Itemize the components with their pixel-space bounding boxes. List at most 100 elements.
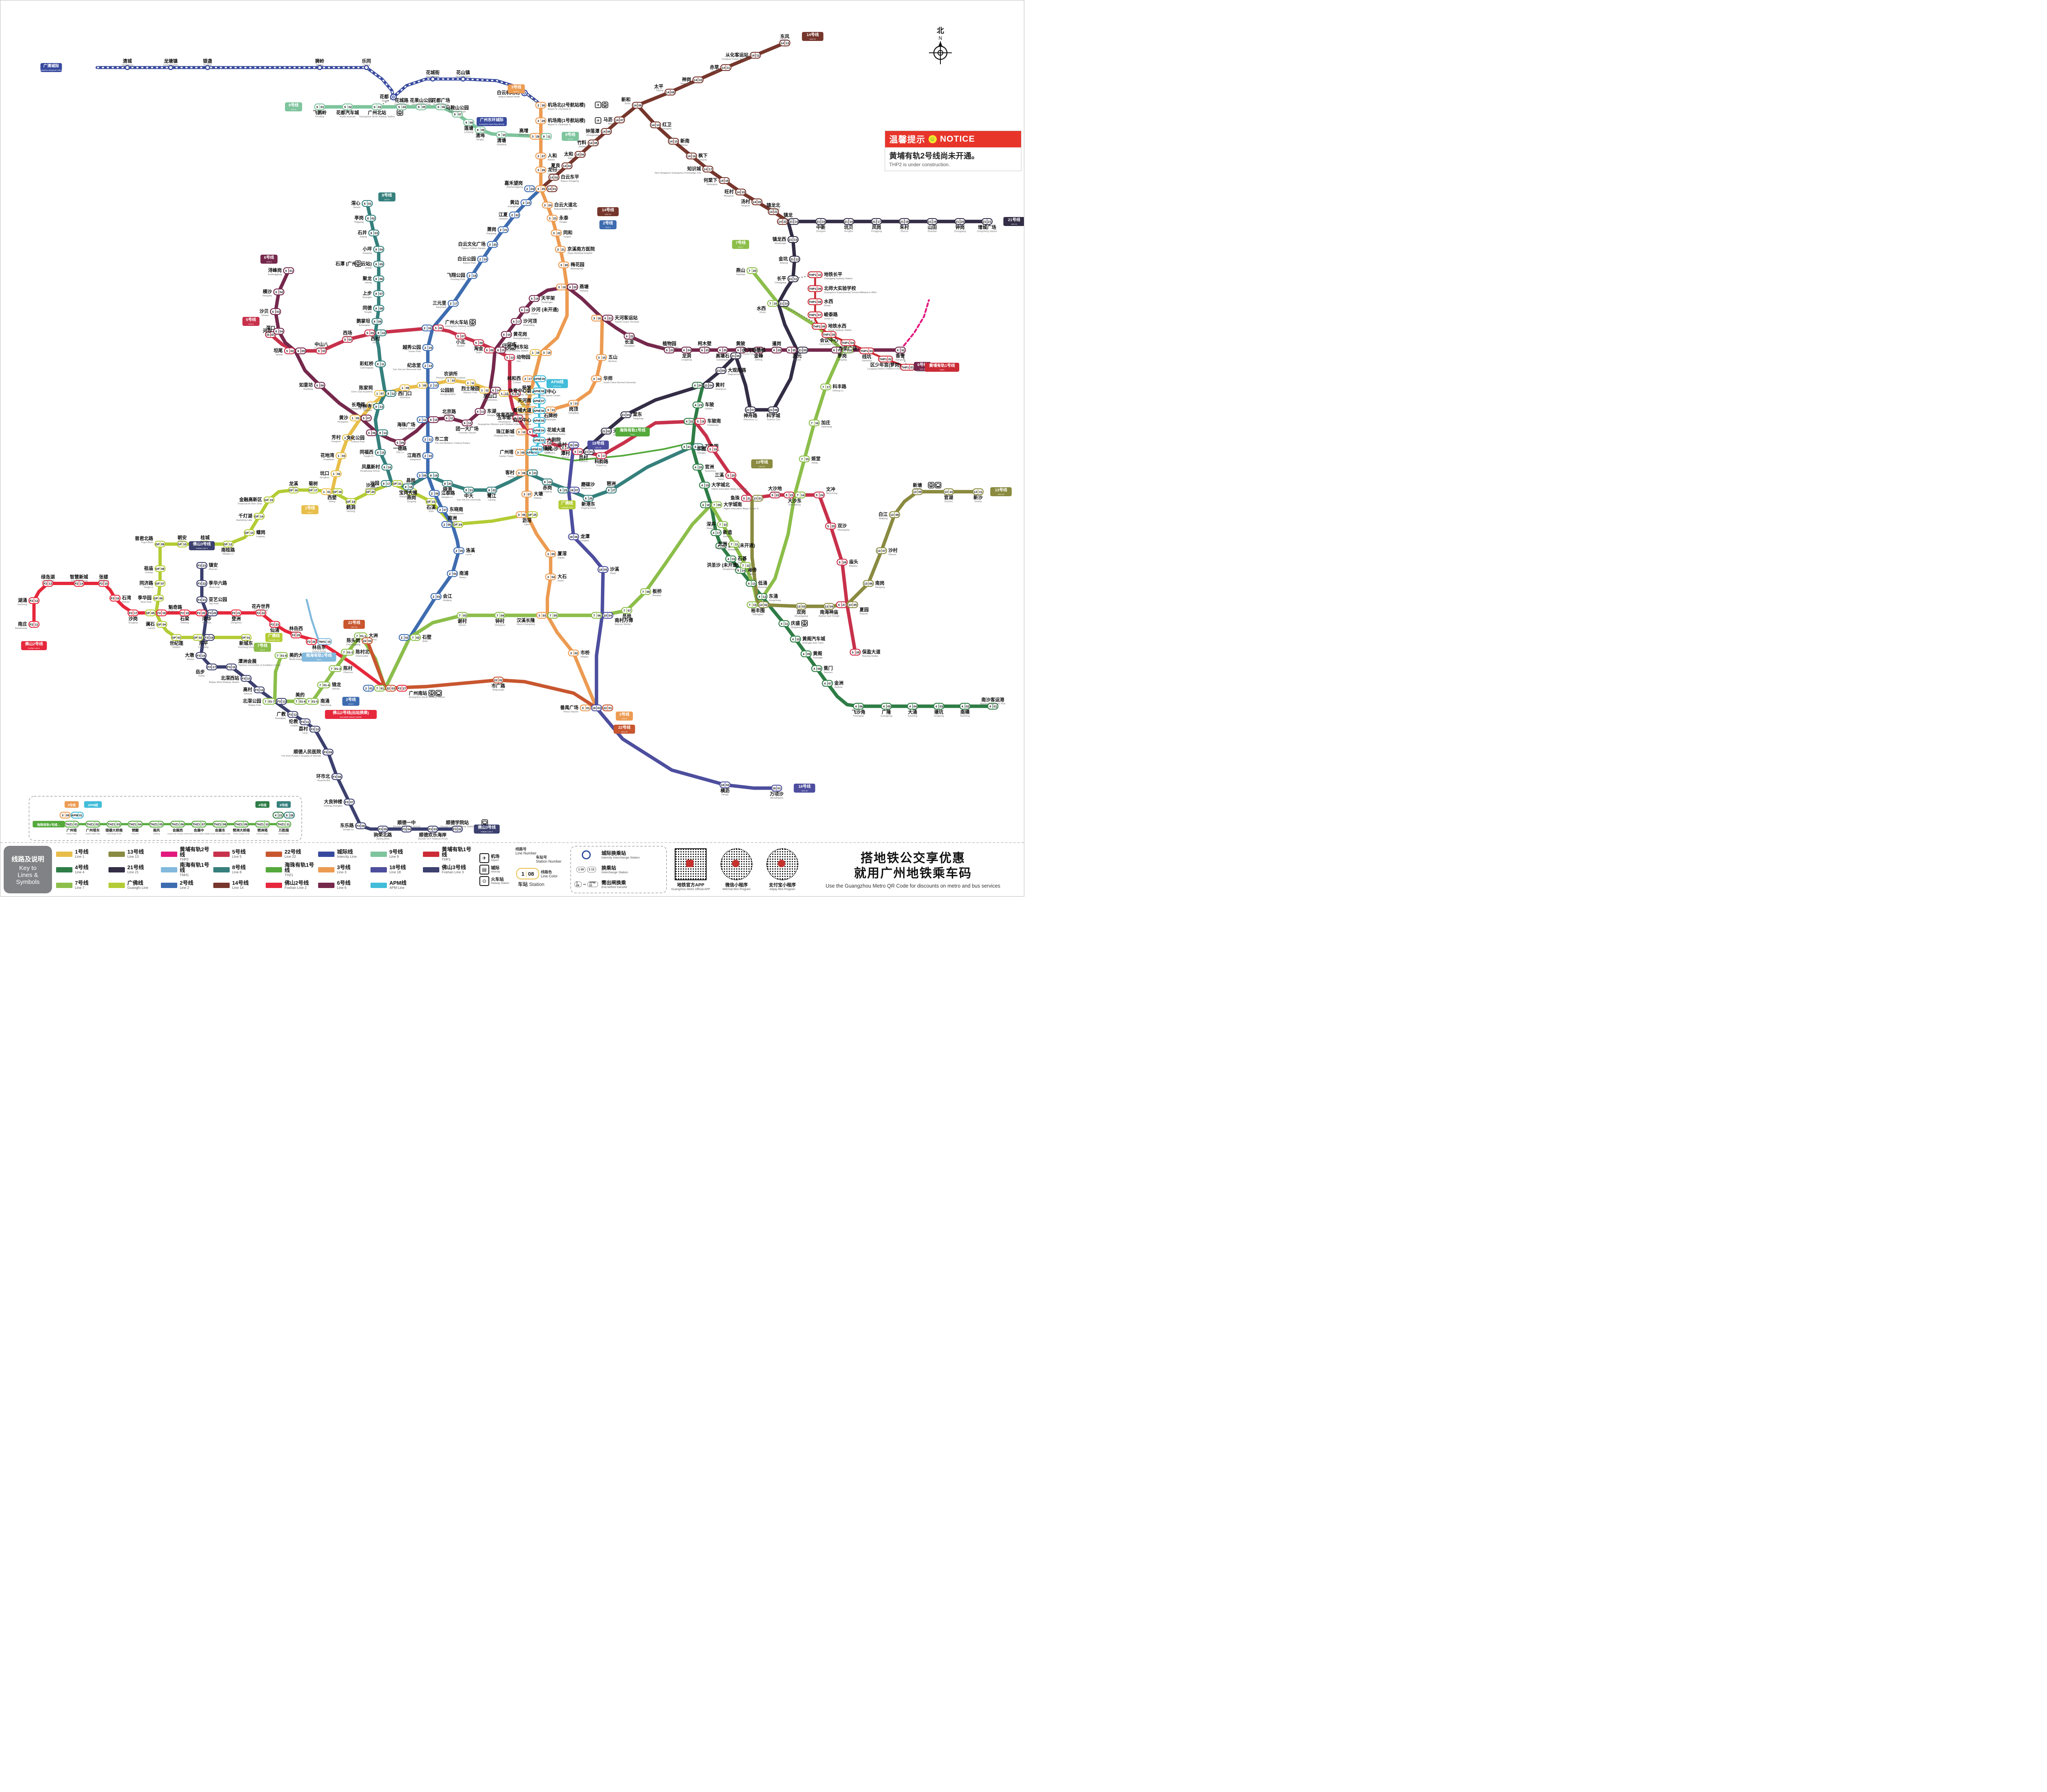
svg-text:5号线: 5号线 bbox=[246, 317, 256, 322]
svg-text:官洲: 官洲 bbox=[705, 464, 714, 470]
svg-text:Renhe: Renhe bbox=[548, 159, 555, 161]
svg-text:01: 01 bbox=[590, 450, 593, 454]
svg-text:01: 01 bbox=[380, 687, 384, 690]
svg-text:16: 16 bbox=[536, 351, 539, 355]
svg-text:仙涌: 仙涌 bbox=[270, 627, 279, 633]
svg-text:21: 21 bbox=[279, 814, 282, 817]
svg-text:4: 4 bbox=[683, 445, 685, 449]
svg-text:8: 8 bbox=[694, 445, 696, 449]
svg-text:广州塔东: 广州塔东 bbox=[86, 828, 100, 832]
svg-text:飞鹅岭: 飞鹅岭 bbox=[313, 110, 327, 115]
svg-text:Line 22: Line 22 bbox=[621, 731, 628, 733]
svg-text:Hetangxia: Hetangxia bbox=[707, 183, 718, 186]
svg-text:2: 2 bbox=[456, 549, 457, 553]
svg-text:花都汽车城: 花都汽车城 bbox=[336, 110, 359, 115]
svg-text:Wanqingsha: Wanqingsha bbox=[770, 797, 784, 800]
svg-text:11: 11 bbox=[429, 438, 432, 441]
north-arrow: 北N bbox=[929, 27, 952, 64]
svg-text:Keyun Lu: Keyun Lu bbox=[596, 465, 607, 467]
svg-text:飞沙角: 飞沙角 bbox=[852, 709, 865, 715]
svg-text:11: 11 bbox=[381, 362, 384, 366]
svg-text:3: 3 bbox=[538, 187, 539, 191]
svg-text:3: 3 bbox=[598, 356, 600, 359]
svg-text:Shipaiqiao: Shipaiqiao bbox=[545, 419, 556, 421]
svg-text:Qingsheng: Qingsheng bbox=[791, 626, 802, 629]
svg-text:8: 8 bbox=[384, 466, 385, 469]
svg-text:Zhongshanba: Zhongshanba bbox=[314, 348, 329, 350]
svg-text:顺德人民医院: 顺德人民医院 bbox=[294, 749, 321, 755]
svg-text:Dashadong: Dashadong bbox=[789, 504, 801, 506]
svg-text:Shiliang: Shiliang bbox=[181, 622, 189, 624]
svg-text:3: 3 bbox=[524, 377, 526, 381]
svg-text:08: 08 bbox=[646, 590, 650, 594]
svg-text:沙涌: 沙涌 bbox=[366, 482, 375, 488]
svg-text:21: 21 bbox=[704, 384, 707, 387]
svg-text:09: 09 bbox=[378, 320, 381, 323]
svg-text:南洲: 南洲 bbox=[448, 515, 457, 521]
svg-text:6: 6 bbox=[446, 416, 447, 420]
svg-text:石壁: 石壁 bbox=[422, 634, 431, 640]
svg-text:Guangzhou East Ring Intercity: Guangzhou East Ring Intercity bbox=[479, 123, 505, 125]
svg-text:4: 4 bbox=[695, 403, 697, 407]
svg-text:Xiayuan: Xiayuan bbox=[859, 613, 868, 615]
svg-text:Tangkeng: Tangkeng bbox=[933, 715, 944, 718]
svg-text:22: 22 bbox=[412, 490, 416, 494]
svg-text:03: 03 bbox=[342, 454, 345, 458]
svg-text:5: 5 bbox=[816, 493, 818, 497]
svg-text:6: 6 bbox=[430, 418, 432, 422]
svg-text:车陂: 车陂 bbox=[705, 402, 714, 407]
svg-text:5: 5 bbox=[366, 331, 368, 335]
svg-text:从化客运站: 从化客运站 bbox=[725, 52, 748, 58]
svg-text:会展东: 会展东 bbox=[215, 828, 226, 832]
svg-text:THZ1: THZ1 bbox=[108, 823, 115, 826]
svg-text:02: 02 bbox=[405, 636, 408, 640]
svg-text:Hongshengsha: Hongshengsha bbox=[723, 568, 739, 571]
svg-text:南沙客运港: 南沙客运港 bbox=[981, 697, 1005, 703]
svg-text:4: 4 bbox=[759, 595, 761, 599]
svg-text:同福西: 同福西 bbox=[360, 449, 374, 455]
svg-text:鹭江: 鹭江 bbox=[487, 493, 496, 499]
svg-text:深井: 深井 bbox=[707, 521, 716, 527]
svg-text:Convention Center: Convention Center bbox=[819, 343, 839, 346]
svg-text:Fei'eling: Fei'eling bbox=[315, 116, 324, 118]
svg-text:15: 15 bbox=[566, 446, 569, 450]
svg-text:黄沙: 黄沙 bbox=[339, 415, 348, 420]
svg-text:Dazhou: Dazhou bbox=[369, 639, 377, 641]
svg-text:Kengbei: Kengbei bbox=[844, 230, 853, 233]
svg-text:Guanzhou: Guanzhou bbox=[705, 470, 716, 472]
svg-text:天河智慧城: 天河智慧城 bbox=[743, 347, 766, 353]
svg-text:3: 3 bbox=[549, 217, 551, 220]
svg-text:Zhenlong: Zhenlong bbox=[783, 218, 793, 221]
svg-text:Line 9: Line 9 bbox=[568, 138, 573, 140]
svg-text:7: 7 bbox=[642, 590, 644, 594]
svg-text:17: 17 bbox=[717, 531, 720, 535]
svg-text:世纪莲: 世纪莲 bbox=[169, 640, 183, 646]
svg-text:05: 05 bbox=[854, 603, 857, 607]
svg-text:Nanpu: Nanpu bbox=[459, 576, 466, 579]
svg-text:26: 26 bbox=[589, 497, 592, 500]
svg-text:APM Line: APM Line bbox=[553, 385, 561, 387]
